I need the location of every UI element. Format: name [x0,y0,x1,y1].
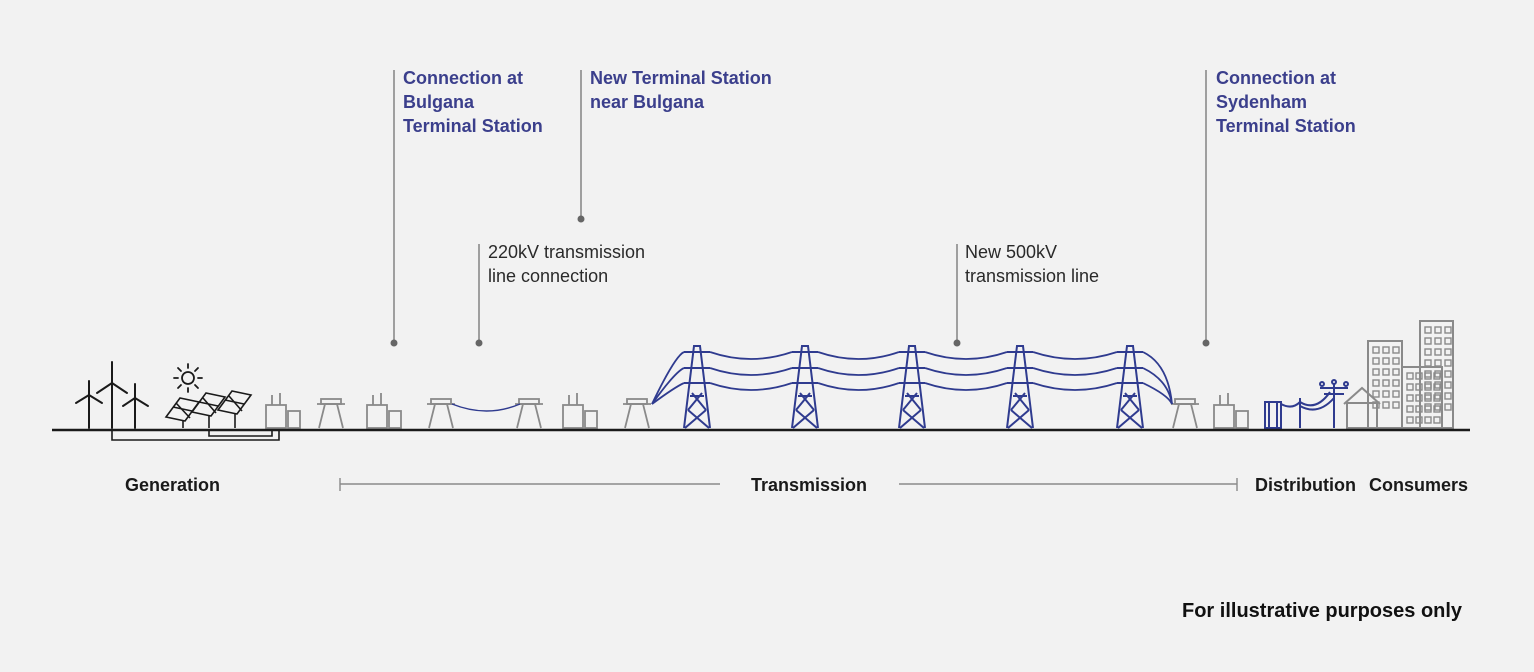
conductor-line [651,367,1173,405]
callout-line: Connection at [1216,68,1336,88]
line-220kv-leader-dot [475,339,483,347]
substations [265,393,1249,429]
callout-bulgana-connection: Connection at Bulgana Terminal Station [403,66,543,138]
transmission-tower-icon [791,345,819,429]
line-220kv [451,403,521,412]
generation-cable [111,430,280,441]
wind-turbine-icon [75,361,149,429]
new-terminal-leader-dot [577,215,585,223]
substation-icon [265,393,301,429]
callout-line: New Terminal Station [590,68,772,88]
label-500kv-line: New 500kV transmission line [965,240,1099,288]
gantry-icon [317,398,345,429]
stage-transmission: Transmission [751,475,868,495]
transmission-tower-icon [1116,345,1144,429]
label-220kv-line: 220kV transmission line connection [488,240,645,288]
line-500kv-leader-dot [953,339,961,347]
solar-panel-icon [164,390,253,428]
callout-new-terminal-station: New Terminal Station near Bulgana [590,66,772,114]
callout-line: Connection at [403,68,523,88]
substation-icon [562,393,598,429]
gantry-icon [515,398,543,429]
house-icon [1343,386,1381,429]
callout-line: Sydenham [1216,92,1308,112]
transmission-tower-icon [898,345,926,429]
sun-icon [173,363,203,393]
stage-distribution: Distribution [1255,475,1356,495]
utility-pole-icon [1264,379,1349,429]
substation-icon [366,393,402,429]
bulgana-leader-dot [390,339,398,347]
gantry-icon [427,398,455,429]
callout-line: Terminal Station [403,116,543,136]
sydenham-leader-dot [1202,339,1210,347]
stage-consumers: Consumers [1369,475,1469,495]
line-500kv [651,351,1173,405]
callout-line: Terminal Station [1216,116,1356,136]
label-line: transmission line [965,266,1100,286]
gantry-icon [1171,398,1199,429]
conductor-line [651,351,1173,405]
transmission-range-bar [339,478,1238,491]
label-line: New 500kV [965,242,1058,262]
callout-line: near Bulgana [590,92,705,112]
gantry-icon [623,398,651,429]
callout-leaders [390,70,1210,347]
illustrative-note: For illustrative purposes only [1182,600,1463,622]
transmission-tower-icon [683,345,711,429]
callout-sydenham-connection: Connection at Sydenham Terminal Station [1216,66,1356,138]
label-line: 220kV transmission [488,242,646,262]
conductor-line [651,382,1173,405]
building-windows [1372,326,1452,424]
transmission-towers [683,345,1144,429]
building-icon [1367,320,1454,429]
substation-icon [1213,393,1249,429]
callout-line: Bulgana [403,92,475,112]
stage-generation: Generation [125,475,221,495]
transmission-tower-icon [1006,345,1034,429]
label-line: line connection [488,266,609,286]
